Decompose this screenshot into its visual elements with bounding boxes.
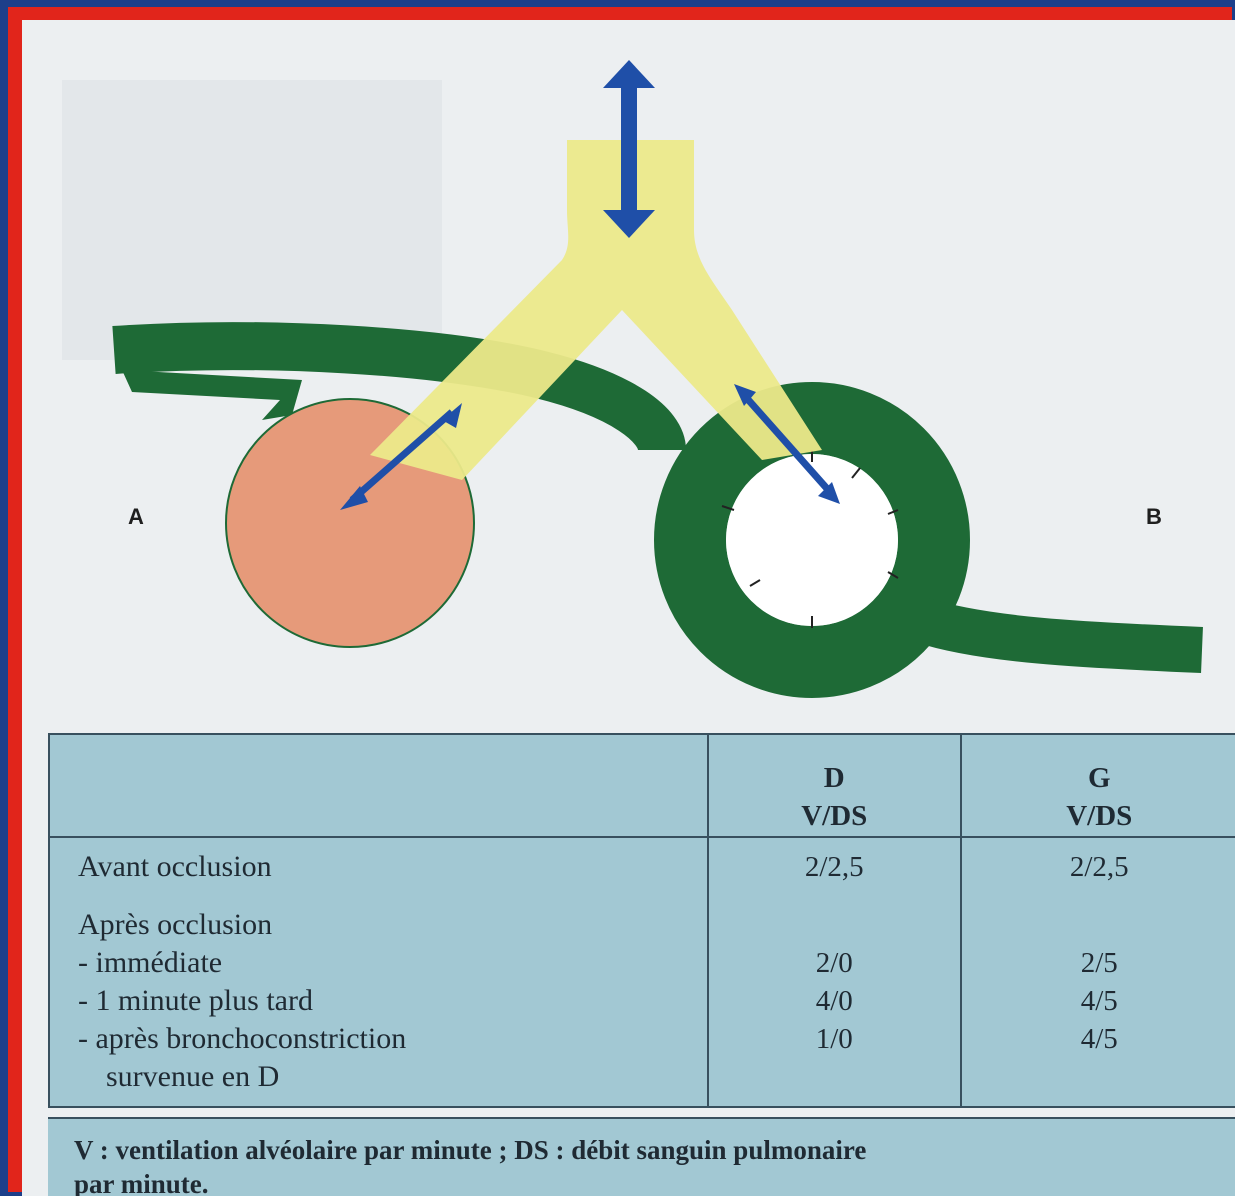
row-label-broncho-1: - après bronchoconstriction — [78, 1020, 707, 1058]
table-header-row: D V/DS G V/DS — [49, 734, 1235, 837]
g-minute: 4/5 — [963, 982, 1235, 1020]
footnote: V : ventilation alvéolaire par minute ; … — [48, 1117, 1235, 1196]
row-label-avant: Avant occlusion — [78, 848, 707, 886]
header-d-title: D — [710, 759, 959, 797]
row-label-broncho-2: survenue en D — [78, 1058, 707, 1096]
header-g: G V/DS — [961, 734, 1235, 837]
d-broncho: 1/0 — [710, 1020, 959, 1058]
d-minute: 4/0 — [710, 982, 959, 1020]
trachea-arrow-head-up — [603, 60, 655, 88]
figure-page: A B D V/DS G V/DS Avant — [22, 20, 1235, 1196]
header-g-title: G — [963, 759, 1235, 797]
vessel-right-branch — [922, 620, 1202, 650]
label-b: B — [1146, 504, 1162, 530]
alveolus-b — [726, 454, 898, 626]
row-label-minute: - 1 minute plus tard — [78, 982, 707, 1020]
d-immediate: 2/0 — [710, 944, 959, 982]
background-shade — [62, 80, 442, 360]
header-empty — [49, 734, 708, 837]
row-labels-cell: Avant occlusion Après occlusion - immédi… — [49, 837, 708, 1107]
g-values-cell: 2/2,5 2/5 4/5 4/5 — [961, 837, 1235, 1107]
d-avant: 2/2,5 — [710, 848, 959, 886]
ventilation-perfusion-diagram — [22, 20, 1235, 733]
g-immediate: 2/5 — [963, 944, 1235, 982]
footnote-line-2: par minute. — [74, 1167, 1235, 1196]
g-broncho: 4/5 — [963, 1020, 1235, 1058]
vessel-stub — [122, 370, 302, 420]
row-label-immediate: - immédiate — [78, 944, 707, 982]
row-label-apres: Après occlusion — [78, 906, 707, 944]
header-d-subtitle: V/DS — [710, 797, 959, 835]
table-body-row: Avant occlusion Après occlusion - immédi… — [49, 837, 1235, 1107]
header-g-subtitle: V/DS — [963, 797, 1235, 835]
vds-table: D V/DS G V/DS Avant occlusion Après occl… — [48, 733, 1235, 1108]
d-values-cell: 2/2,5 2/0 4/0 1/0 — [708, 837, 961, 1107]
label-a: A — [128, 504, 144, 530]
header-d: D V/DS — [708, 734, 961, 837]
footnote-line-1: V : ventilation alvéolaire par minute ; … — [74, 1133, 1235, 1167]
g-avant: 2/2,5 — [963, 848, 1235, 886]
